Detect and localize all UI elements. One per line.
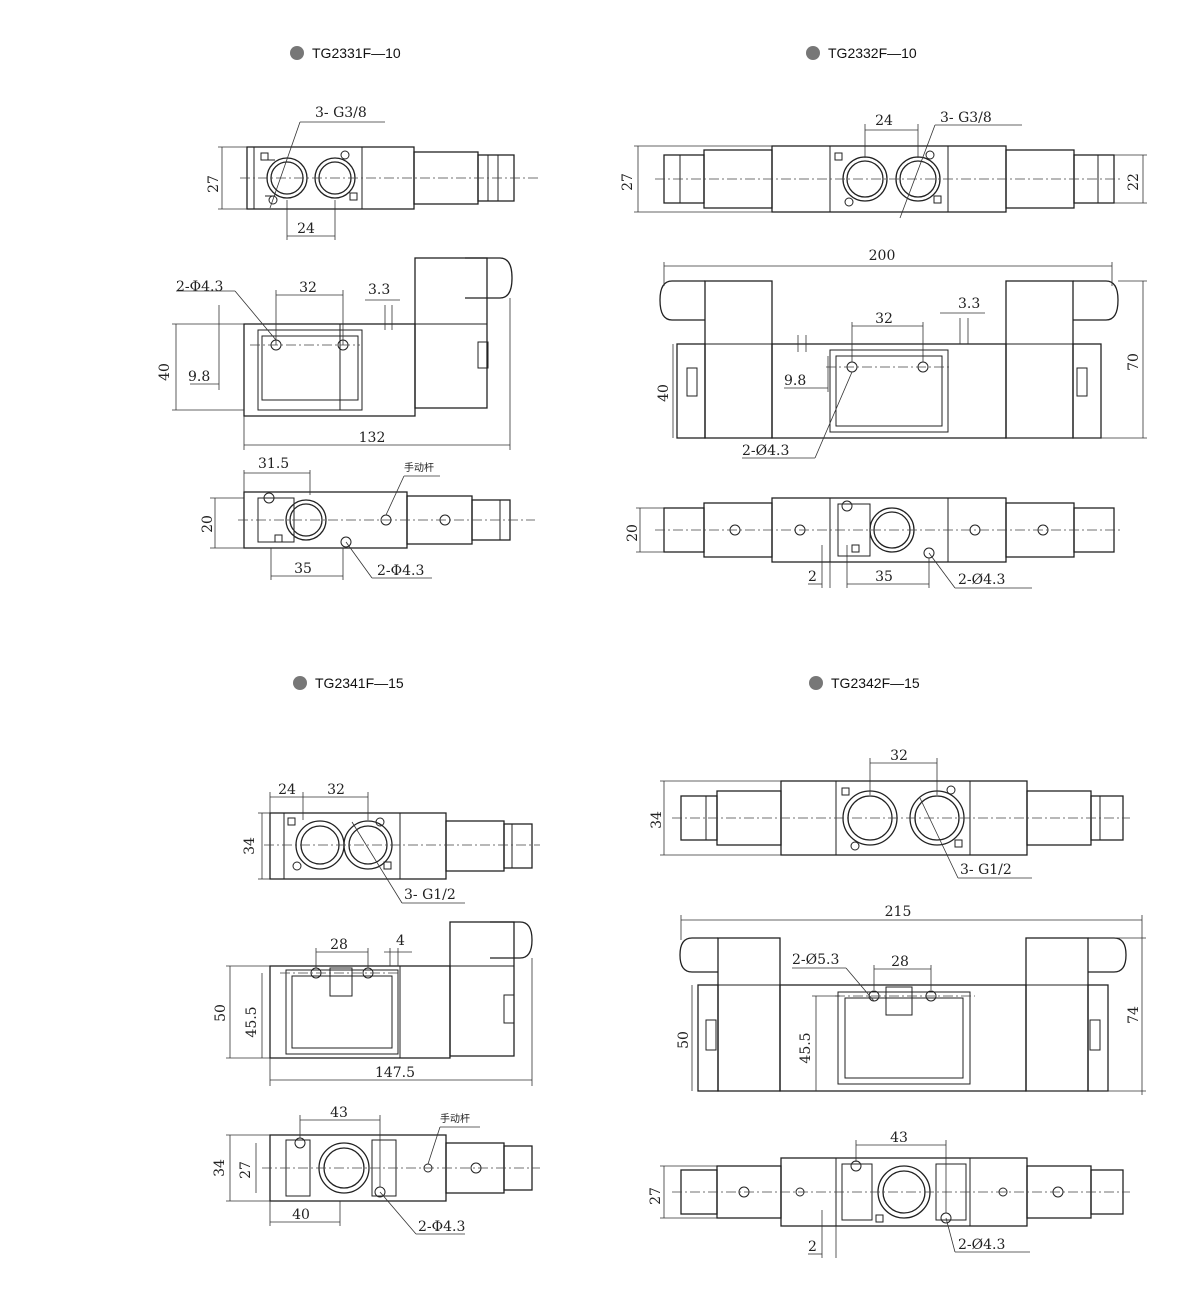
dim-34: 34: [242, 837, 258, 855]
front-view: 215 28 2-Ø5.3 74 50 45.5: [676, 904, 1146, 1095]
dim-27: 27: [238, 1161, 254, 1179]
dim-32: 32: [327, 782, 345, 798]
drawing-tg2341f-15: 24 32 34 3- G1/2: [212, 782, 540, 1235]
dim-27: 27: [620, 173, 636, 191]
dim-31-5: 31.5: [258, 456, 289, 472]
mount-label: 2-Ø4.3: [742, 443, 789, 459]
bottom-view: 43 34 27 40 2-Φ4.3 手动杆: [212, 1105, 540, 1235]
dim-200: 200: [869, 248, 896, 264]
dim-4: 4: [396, 933, 405, 949]
mount-label: 2-Φ4.3: [176, 279, 223, 295]
dim-132: 132: [359, 430, 386, 446]
port-label: 3- G1/2: [404, 887, 456, 903]
bullet-dot-icon: [809, 676, 823, 690]
model-title-tg2342f-15: TG2342F—15: [809, 675, 920, 691]
dim-2: 2: [808, 1239, 817, 1255]
dim-40: 40: [656, 384, 672, 402]
bullet-dot-icon: [290, 46, 304, 60]
dim-27: 27: [206, 175, 222, 193]
dim-40: 40: [157, 363, 173, 381]
top-view: 32 34 3- G1/2: [649, 748, 1130, 879]
dim-43: 43: [890, 1130, 908, 1146]
dim-35: 35: [875, 569, 893, 585]
dim-43: 43: [330, 1105, 348, 1121]
dim-24: 24: [297, 221, 315, 237]
dim-70: 70: [1126, 353, 1142, 371]
dim-50: 50: [213, 1004, 229, 1022]
dim-32: 32: [875, 311, 893, 327]
dim-24: 24: [875, 113, 893, 129]
manual-lever-label: 手动杆: [404, 461, 434, 474]
mount-label-bottom: 2-Φ4.3: [377, 563, 424, 579]
dim-45-5: 45.5: [244, 1006, 260, 1037]
port-label: 3- G3/8: [315, 105, 367, 121]
dim-35: 35: [294, 561, 312, 577]
dim-34: 34: [649, 811, 665, 829]
dim-28: 28: [891, 954, 909, 970]
drawing-tg2342f-15: 32 34 3- G1/2: [648, 748, 1146, 1258]
dim-22: 22: [1126, 173, 1142, 191]
front-view: 32 2-Φ4.3 3.3 40 9.8 132: [157, 257, 513, 450]
dim-9-8: 9.8: [784, 373, 806, 389]
model-title-tg2331f-10: TG2331F—10: [290, 45, 401, 61]
manual-lever-label: 手动杆: [440, 1112, 470, 1125]
model-title-text: TG2341F—15: [315, 675, 404, 691]
bottom-view: 20 2 35 2-Ø4.3: [625, 497, 1120, 589]
model-title-tg2332f-10: TG2332F—10: [806, 45, 917, 61]
dim-20: 20: [200, 515, 216, 533]
mount-label: 2-Ø5.3: [792, 952, 839, 968]
drawing-tg2332f-10: 24 3- G3/8 27 22: [620, 110, 1147, 589]
mount-label-bottom: 2-Ø4.3: [958, 1237, 1005, 1253]
dim-28: 28: [330, 937, 348, 953]
dim-9-8: 9.8: [188, 369, 210, 385]
dim-20: 20: [625, 524, 641, 542]
mount-label-bottom: 2-Ø4.3: [958, 572, 1005, 588]
dim-34-bottom: 34: [212, 1159, 228, 1177]
dim-32: 32: [299, 280, 317, 296]
dim-27: 27: [648, 1187, 664, 1205]
dim-32: 32: [890, 748, 908, 764]
dim-3-3: 3.3: [368, 282, 390, 298]
dim-147-5: 147.5: [375, 1065, 415, 1081]
bottom-view: 43 27 2 2-Ø4.3: [648, 1130, 1130, 1258]
dim-50: 50: [676, 1031, 692, 1049]
model-title-text: TG2342F—15: [831, 675, 920, 691]
mount-label-bottom: 2-Φ4.3: [418, 1219, 465, 1235]
dim-40: 40: [292, 1207, 310, 1223]
drawing-tg2331f-10: 27 24 3- G3/8: [157, 105, 540, 580]
model-title-tg2341f-15: TG2341F—15: [293, 675, 404, 691]
bottom-view: 31.5 20 35 2-Φ4.3 手动杆: [200, 456, 535, 580]
dim-2: 2: [808, 569, 817, 585]
top-view: 24 32 34 3- G1/2: [242, 782, 540, 904]
front-view: 200 32 3.3 70 9.8 40: [656, 248, 1147, 459]
front-view: 28 4 50 45.5 147.5: [213, 921, 533, 1086]
port-label: 3- G3/8: [940, 110, 992, 126]
port-label: 3- G1/2: [960, 862, 1012, 878]
bullet-dot-icon: [293, 676, 307, 690]
dim-74: 74: [1126, 1006, 1142, 1024]
bullet-dot-icon: [806, 46, 820, 60]
top-view: 24 3- G3/8 27 22: [620, 110, 1147, 219]
dim-3-3: 3.3: [958, 296, 980, 312]
dim-24: 24: [278, 782, 296, 798]
model-title-text: TG2331F—10: [312, 45, 401, 61]
dim-215: 215: [885, 904, 912, 920]
dim-45-5: 45.5: [798, 1032, 814, 1063]
top-view: 27 24 3- G3/8: [206, 105, 540, 240]
model-title-text: TG2332F—10: [828, 45, 917, 61]
